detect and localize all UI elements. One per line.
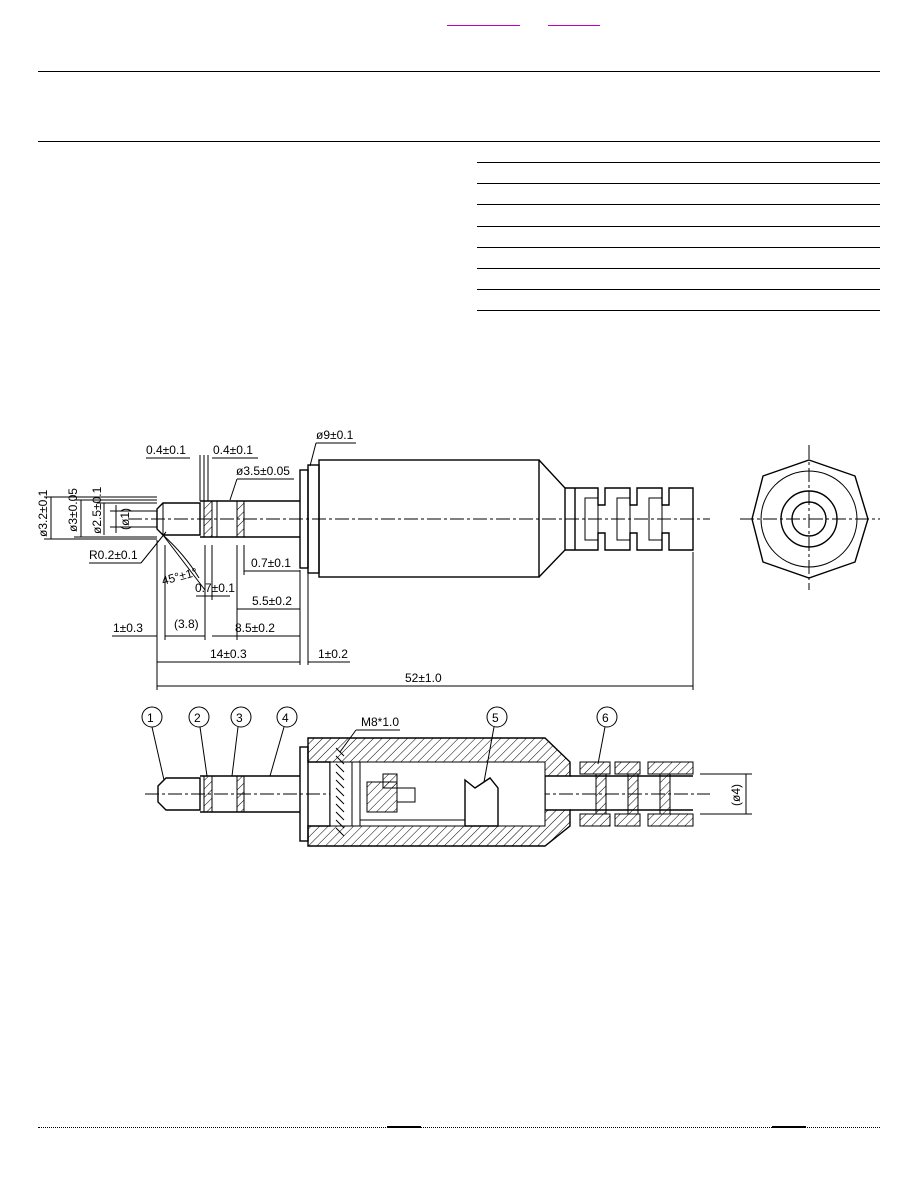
dim-1-0-2: 1±0.2: [318, 647, 348, 661]
footer-mark-2: [772, 1126, 806, 1128]
spec-table-row: [477, 268, 880, 269]
dim-angle: 45°±1°: [160, 565, 199, 588]
dim-0-4-a: 0.4±0.1: [146, 443, 186, 457]
callout-5: 5: [492, 711, 499, 725]
dim-phi2-5: ø2.5±0.1: [90, 486, 104, 534]
plug-end-view: [740, 445, 880, 590]
dimension-labels: 0.4±0.1 0.4±0.1 ø9±0.1 ø3.5±0.05 ø3.2±0.…: [36, 428, 442, 685]
dim-8-5: 8.5±0.2: [235, 621, 275, 635]
dim-phi1: (ø1): [118, 508, 132, 530]
spec-table-row: [477, 204, 880, 205]
spec-table-row: [477, 310, 880, 311]
dim-0-4-b: 0.4±0.1: [213, 443, 253, 457]
dim-1-0-3: 1±0.3: [113, 621, 143, 635]
callout-4: 4: [282, 711, 289, 725]
dim-14: 14±0.3: [210, 647, 247, 661]
header-link-2[interactable]: [548, 25, 600, 26]
dimension-lines: [44, 442, 694, 690]
header-bottom-rule: [38, 141, 880, 142]
dim-0-7-b: 0.7±0.1: [195, 581, 235, 595]
spec-table-row: [477, 162, 880, 163]
dim-3-8: (3.8): [174, 617, 199, 631]
footer-mark-1: [387, 1126, 421, 1128]
spec-table-row: [477, 247, 880, 248]
callout-1: 1: [147, 711, 154, 725]
callouts: 1 2 3 4 5 6: [141, 706, 618, 783]
spec-table-row: [477, 226, 880, 227]
spec-table-row: [477, 183, 880, 184]
header-link-1[interactable]: [447, 25, 520, 26]
dim-m8: M8*1.0: [361, 715, 399, 729]
callout-2: 2: [194, 711, 201, 725]
plug-side-view: [128, 459, 710, 578]
dim-0-7-a: 0.7±0.1: [251, 556, 291, 570]
callout-6: 6: [602, 711, 609, 725]
footer-rule: [38, 1127, 880, 1128]
dim-phi4: (ø4): [729, 784, 743, 806]
plug-section-view: (ø4) M8*1.0: [145, 715, 752, 847]
dim-r0-2: R0.2±0.1: [89, 548, 138, 562]
dim-5-5: 5.5±0.2: [252, 594, 292, 608]
dim-phi3: ø3±0.05: [66, 488, 80, 532]
spec-table-row: [477, 289, 880, 290]
dim-phi3-5: ø3.5±0.05: [236, 464, 290, 478]
callout-3: 3: [236, 711, 243, 725]
dim-phi9: ø9±0.1: [316, 428, 354, 442]
header-top-rule: [38, 71, 880, 72]
dim-52: 52±1.0: [405, 671, 442, 685]
dim-phi3-2: ø3.2±0.1: [36, 489, 50, 537]
